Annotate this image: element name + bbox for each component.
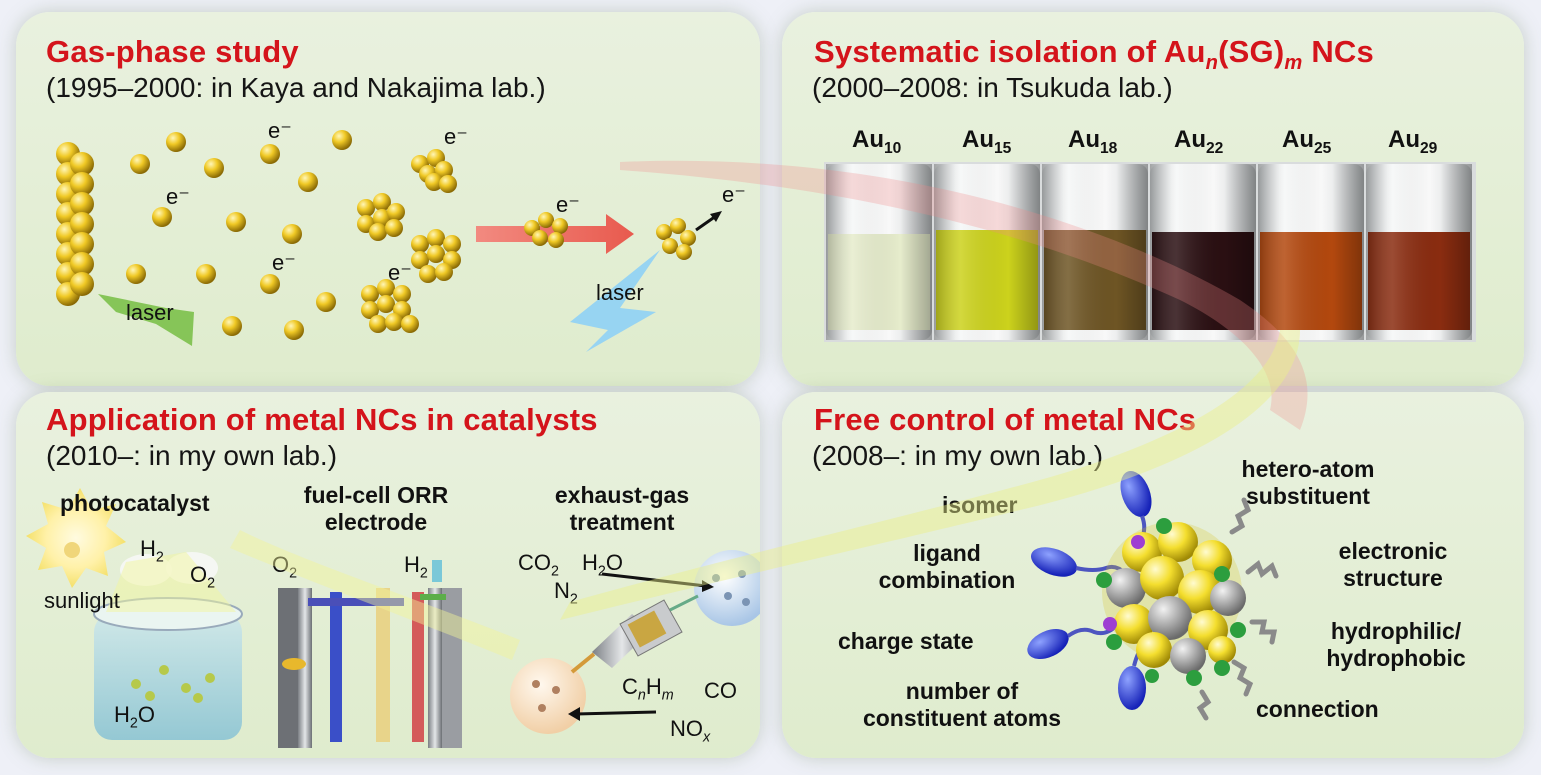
- hetero-atom: [1103, 617, 1117, 631]
- connection-label: connection: [1256, 696, 1379, 722]
- fuel-cell-electrode-icon: [278, 560, 462, 748]
- gas-phase-subtitle: (1995–2000: in Kaya and Nakajima lab.): [46, 72, 546, 103]
- beaker-icon: [93, 552, 243, 740]
- vial-au15: [934, 164, 1040, 340]
- ligand-gray: [1196, 497, 1279, 721]
- nanocluster-model: [1027, 470, 1279, 721]
- arrow: [575, 710, 657, 716]
- h2o-label: H2O: [582, 550, 623, 580]
- co-label: CO: [704, 678, 737, 703]
- gold-cluster-photodetach: [656, 218, 696, 260]
- gold-cluster-xl: [361, 279, 419, 333]
- blue-laser-beam: [570, 250, 660, 352]
- sun-icon: [26, 488, 126, 588]
- cnhm-label: CnHm: [622, 674, 674, 704]
- gas-phase-illustration: [56, 130, 722, 352]
- gold-cluster-large: [411, 229, 461, 283]
- vial-label-au10: Au10: [852, 126, 902, 157]
- free-control-panel: Free control of metal NCs (2008–: in my …: [782, 392, 1524, 758]
- laser-label: laser: [126, 300, 174, 325]
- sunlight-label: sunlight: [44, 588, 120, 613]
- electron-arrow: [695, 214, 717, 232]
- nox-label: NOx: [670, 716, 711, 746]
- vial-au10: [826, 164, 932, 340]
- catalytic-converter-icon: [510, 550, 760, 734]
- catalysts-title: Application of metal NCs in catalysts: [46, 402, 598, 437]
- n2-label: N2: [554, 578, 578, 608]
- gas-phase-panel: Gas-phase study (1995–2000: in Kaya and …: [16, 12, 760, 386]
- vial-au18: [1042, 164, 1148, 340]
- gold-target-rod: [56, 142, 94, 306]
- vial-au22: [1150, 164, 1256, 340]
- gold-cluster-anion: [524, 212, 568, 248]
- h2o-label: H2O: [114, 702, 155, 732]
- vial-au29: [1366, 164, 1472, 340]
- o2-label: O2: [272, 552, 298, 582]
- isolation-panel: Systematic isolation of Aun(SG)m NCs (20…: [782, 12, 1524, 386]
- hetero-atom: [1131, 535, 1145, 549]
- gold-cluster-small: [411, 149, 457, 193]
- o2-label: O2: [190, 562, 216, 592]
- vial-label-au29: Au29: [1388, 126, 1438, 157]
- laser-label: laser: [596, 280, 644, 305]
- isolation-subtitle: (2000–2008: in Tsukuda lab.): [812, 72, 1173, 103]
- electron-label: e⁻: [444, 124, 468, 149]
- h2-label: H2: [404, 552, 428, 582]
- vial-label-au18: Au18: [1068, 126, 1118, 157]
- co2-label: CO2: [518, 550, 559, 580]
- catalysts-illustration: [26, 488, 760, 748]
- isomer-label: isomer: [942, 492, 1018, 518]
- arrow: [601, 572, 707, 588]
- gold-cluster-medium: [357, 193, 405, 241]
- photocatalyst-label: photocatalyst: [60, 490, 210, 516]
- free-control-title: Free control of metal NCs: [814, 402, 1197, 437]
- charge-state-label: charge state: [838, 628, 974, 654]
- electron-label: e⁻: [388, 260, 412, 285]
- electron-label: e⁻: [722, 182, 746, 207]
- catalysts-subtitle: (2010–: in my own lab.): [46, 440, 338, 471]
- vial-label-au22: Au22: [1174, 126, 1224, 157]
- vials-photo: [824, 162, 1476, 342]
- gas-phase-title: Gas-phase study: [46, 34, 299, 69]
- green-laser-beam: [98, 294, 194, 346]
- gold-core: [1102, 522, 1246, 674]
- electron-label: e⁻: [166, 184, 190, 209]
- electron-label: e⁻: [556, 192, 580, 217]
- electron-label: e⁻: [268, 118, 292, 143]
- hydrophilic-label: hydrophilic/hydrophobic: [1326, 618, 1466, 671]
- isolation-title: Systematic isolation of Aun(SG)m NCs: [814, 34, 1374, 75]
- vial-au25: [1258, 164, 1364, 340]
- catalysts-panel: Application of metal NCs in catalysts (2…: [16, 392, 760, 758]
- electron-label: e⁻: [272, 250, 296, 275]
- vial-label-au25: Au25: [1282, 126, 1332, 157]
- vial-label-au15: Au15: [962, 126, 1012, 157]
- h2-label: H2: [140, 536, 164, 566]
- sulfur-atoms: [1096, 518, 1246, 686]
- free-control-subtitle: (2008–: in my own lab.): [812, 440, 1104, 471]
- gold-atoms: [126, 130, 352, 340]
